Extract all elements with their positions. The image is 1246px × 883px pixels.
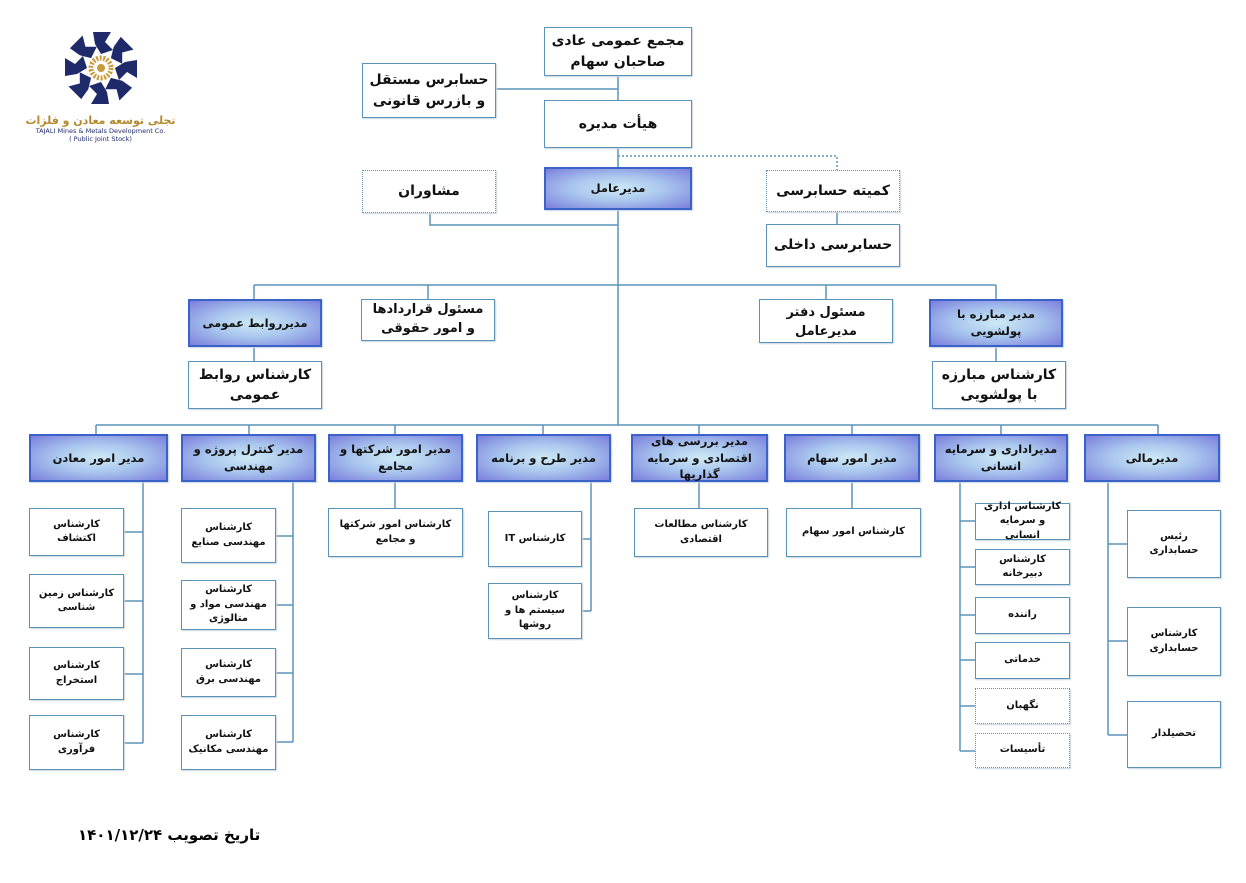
pr-expert-box: کارشناس روابط عمومی xyxy=(188,361,322,409)
expert-box: کارشناس مهندسی برق xyxy=(181,648,276,697)
advisors-box: مشاوران xyxy=(362,170,496,213)
expert-box: کارشناس اداری و سرمایه انسانی xyxy=(975,501,1070,541)
ceo-box: مدیرعامل xyxy=(544,167,692,210)
expert-box: تحصیلدار xyxy=(1127,701,1221,768)
board-box: هیأت مدیره xyxy=(544,100,692,148)
expert-box: کارشناس مطالعات اقتصادی xyxy=(634,508,768,557)
logo-name-fa: تجلی توسعه معادن و فلزات xyxy=(25,114,176,127)
expert-box: کارشناس IT xyxy=(488,511,582,567)
pr-manager-box: مدیرروابط عمومی xyxy=(188,299,322,347)
aml-expert-box: کارشناس مبارزه با پولشویی xyxy=(932,361,1066,409)
logo-subtitle: ( Public Joint Stock) xyxy=(69,135,132,143)
hr-manager-box: مدیراداری و سرمایه انسانی xyxy=(934,434,1068,482)
expert-box: تأسیسات xyxy=(975,733,1070,768)
audit-committee-box: کمیته حسابرسی xyxy=(766,170,900,212)
expert-box: کارشناس فرآوری xyxy=(29,715,124,770)
finance-manager-box: مدیرمالی xyxy=(1084,434,1220,482)
expert-box: کارشناس سیستم ها و روشها xyxy=(488,583,582,639)
planning-manager-box: مدیر طرح و برنامه xyxy=(476,434,611,482)
companies-manager-box: مدیر امور شرکتها و مجامع xyxy=(328,434,463,482)
shares-manager-box: مدیر امور سهام xyxy=(784,434,920,482)
expert-box: کارشناس دبیرخانه xyxy=(975,549,1070,585)
expert-box: کارشناس امور سهام xyxy=(786,508,921,557)
company-logo: تجلی توسعه معادن و فلزات TAJALI Mines & … xyxy=(18,28,183,153)
expert-box: نگهبان xyxy=(975,688,1070,724)
expert-box: رئیس حسابداری xyxy=(1127,510,1221,578)
auditor-box: حسابرس مستقل و بازرس قانونی xyxy=(362,63,496,118)
logo-name-en: TAJALI Mines & Metals Development Co. xyxy=(35,127,166,135)
expert-box: کارشناس حسابداری xyxy=(1127,607,1221,676)
approval-date: تاریخ تصویب ۱۴۰۱/۱۲/۲۴ xyxy=(78,826,261,844)
expert-box: راننده xyxy=(975,597,1070,634)
expert-box: کارشناس مهندسی مکانیک xyxy=(181,715,276,770)
aml-manager-box: مدیر مبارزه با پولشویی xyxy=(929,299,1063,347)
mines-manager-box: مدیر امور معادن xyxy=(29,434,168,482)
expert-box: کارشناس استخراج xyxy=(29,647,124,700)
general-assembly-box: مجمع عمومی عادی صاحبان سهام xyxy=(544,27,692,76)
ceo-office-box: مسئول دفتر مدیرعامل xyxy=(759,299,893,343)
expert-box: خدماتی xyxy=(975,642,1070,679)
logo-emblem-icon xyxy=(64,32,137,104)
economic-manager-box: مدیر بررسی های اقتصادی و سرمایه گذاریها xyxy=(631,434,768,482)
expert-box: کارشناس اکتشاف xyxy=(29,508,124,556)
internal-audit-box: حسابرسی داخلی xyxy=(766,224,900,267)
expert-box: کارشناس امور شرکتها و مجامع xyxy=(328,508,463,557)
project-control-manager-box: مدیر کنترل پروژه و مهندسی xyxy=(181,434,316,482)
expert-box: کارشناس مهندسی مواد و متالوژی xyxy=(181,580,276,630)
contracts-box: مسئول قراردادها و امور حقوقی xyxy=(361,299,495,341)
expert-box: کارشناس زمین شناسی xyxy=(29,574,124,628)
expert-box: کارشناس مهندسی صنایع xyxy=(181,508,276,563)
